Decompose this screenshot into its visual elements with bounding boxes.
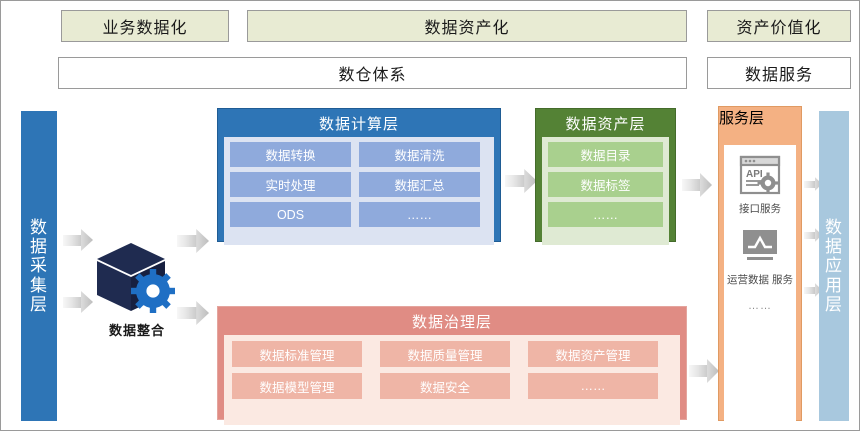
banner-business-datafication: 业务数据化: [61, 10, 229, 42]
service-item-operations-data: 运营数据 服务: [727, 228, 793, 287]
asset-tile: ……: [548, 202, 663, 227]
data-integration-node: 数据整合: [89, 241, 185, 341]
compute-layer-box: 数据计算层 数据转换 数据清洗 实时处理 数据汇总 ODS ……: [217, 108, 501, 245]
governance-layer-box: 数据治理层 数据标准管理 数据质量管理 数据资产管理 数据模型管理 数据安全 ……: [217, 306, 687, 425]
bar-data-warehouse-system: 数仓体系: [58, 57, 687, 89]
banner-data-assetization: 数据资产化: [247, 10, 687, 42]
governance-tile: 数据质量管理: [380, 341, 510, 367]
arrow-service-to-application-3: [804, 283, 822, 297]
governance-tile: 数据模型管理: [232, 373, 362, 399]
compute-tile: ……: [359, 202, 480, 227]
asset-tile: 数据标签: [548, 172, 663, 197]
arrow-collection-to-integration-lower: [63, 291, 93, 313]
governance-tile: 数据标准管理: [232, 341, 362, 367]
compute-tile: 数据汇总: [359, 172, 480, 197]
compute-layer-title: 数据计算层: [318, 115, 399, 133]
service-more-dots: ……: [748, 300, 772, 313]
governance-tile: 数据资产管理: [528, 341, 658, 367]
right-bar-label: 数据应用层: [825, 218, 843, 314]
monitor-chart-icon: [739, 228, 781, 271]
service-item-api: API 接口服务: [739, 155, 781, 216]
left-bar-label: 数据采集层: [30, 218, 48, 314]
compute-tile: ODS: [230, 202, 351, 227]
asset-tile: 数据目录: [548, 142, 663, 167]
service-item-api-label: 接口服务: [739, 203, 781, 215]
service-item-operations-data-label: 运营数据 服务: [727, 273, 793, 286]
cube-gear-icon: [95, 241, 179, 318]
left-bar-data-collection-layer: 数据采集层: [21, 111, 57, 421]
arrow-collection-to-integration-upper: [63, 229, 93, 251]
arrow-compute-to-asset: [505, 169, 537, 193]
asset-layer-box: 数据资产层 数据目录 数据标签 ……: [535, 108, 676, 245]
svg-text:API: API: [746, 169, 763, 180]
arrow-service-to-application-1: [804, 177, 822, 191]
bar-data-service: 数据服务: [707, 57, 851, 89]
arrow-governance-to-service: [689, 359, 719, 383]
service-layer-box: 服务层 API: [718, 106, 802, 423]
api-window-gear-icon: API: [739, 155, 781, 200]
right-bar-data-application-layer: 数据应用层: [819, 111, 849, 421]
asset-layer-title: 数据资产层: [565, 115, 646, 133]
compute-tile: 数据清洗: [359, 142, 480, 167]
compute-tile: 数据转换: [230, 142, 351, 167]
governance-layer-title: 数据治理层: [411, 313, 492, 331]
arrow-service-to-application-2: [804, 228, 822, 242]
compute-tile: 实时处理: [230, 172, 351, 197]
banner-asset-valuation: 资产价值化: [707, 10, 851, 42]
arrow-integration-to-compute: [177, 229, 209, 253]
data-integration-label: 数据整合: [108, 323, 165, 338]
service-layer-title: 服务层: [719, 110, 765, 127]
governance-tile: 数据安全: [380, 373, 510, 399]
arrow-asset-to-service: [682, 173, 712, 197]
governance-tile: ……: [528, 373, 658, 399]
arrow-integration-to-governance: [177, 301, 209, 325]
